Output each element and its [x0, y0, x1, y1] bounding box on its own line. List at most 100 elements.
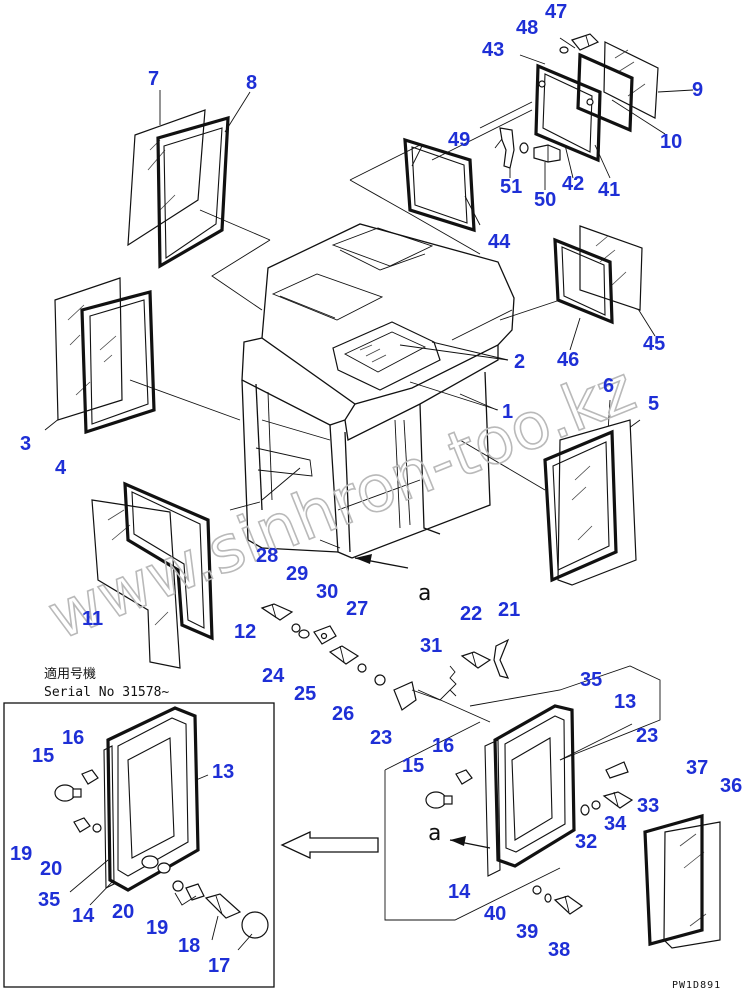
callout-26: 26	[332, 703, 354, 725]
washer-39	[544, 893, 552, 903]
view-arrow-main	[354, 554, 409, 569]
callout-23-main: 23	[370, 727, 392, 749]
callout-19-main: 19	[146, 917, 168, 939]
rear-window-glass-7	[127, 109, 206, 247]
callout-15-main: 15	[402, 755, 424, 777]
callout-25: 25	[294, 683, 316, 705]
callout-layer: 1 2 3 4 5 6 7 8 9 10 11 12 13 13 14 14 1…	[10, 1, 742, 977]
callout-1: 1	[502, 401, 513, 423]
callout-29: 29	[286, 563, 308, 585]
nut-16	[455, 769, 473, 785]
serial-number-label: Serial No 31578~	[44, 685, 169, 700]
callout-27: 27	[346, 598, 368, 620]
bolt-47	[570, 33, 600, 51]
callout-39: 39	[516, 921, 538, 943]
bolt-22	[460, 651, 492, 669]
callout-9: 9	[692, 79, 703, 101]
door-glass-36	[663, 821, 721, 949]
side-window-seal-4	[80, 289, 156, 435]
door-seal-37	[643, 813, 704, 947]
callout-42: 42	[562, 173, 584, 195]
side-window-glass-3	[54, 277, 123, 421]
callout-15-detail: 15	[32, 745, 54, 767]
callout-20-detail: 20	[40, 858, 62, 880]
callout-38: 38	[548, 939, 570, 961]
cab-body	[241, 223, 515, 559]
door-frame-13	[493, 704, 576, 868]
callout-20-main: 20	[112, 901, 134, 923]
clip-21	[493, 638, 510, 679]
callout-49: 49	[448, 129, 470, 151]
detail-inset	[3, 702, 275, 988]
bolt-33	[602, 791, 634, 809]
view-arrow-detail	[449, 836, 491, 849]
right-window-seal-6	[543, 429, 618, 583]
callout-47: 47	[545, 1, 567, 23]
callout-24: 24	[262, 665, 285, 687]
washer-40	[532, 885, 542, 895]
washer-51	[519, 142, 529, 154]
callout-36: 36	[720, 775, 742, 797]
callout-32: 32	[575, 831, 597, 853]
front-lower-seal-12	[123, 481, 214, 641]
callout-22: 22	[460, 603, 482, 625]
callout-12: 12	[234, 621, 256, 643]
callout-35-main: 35	[580, 669, 602, 691]
callout-5: 5	[648, 393, 659, 415]
washer-30	[298, 629, 310, 639]
washer-26	[374, 674, 386, 686]
callout-6: 6	[603, 375, 614, 397]
bracket-27	[313, 625, 337, 645]
bolt-50	[533, 144, 561, 163]
callout-35-detail: 35	[38, 889, 60, 911]
callout-7: 7	[148, 68, 159, 90]
callout-46: 46	[557, 349, 579, 371]
callout-13-detail: 13	[212, 761, 234, 783]
callout-28: 28	[256, 545, 278, 567]
washer-34	[591, 800, 601, 810]
rear-window-seal-8	[156, 115, 230, 269]
washer-29	[291, 623, 301, 633]
callout-14-main: 14	[448, 881, 471, 903]
callout-40: 40	[484, 903, 506, 925]
callout-30: 30	[316, 581, 338, 603]
striker-23	[605, 761, 629, 779]
callout-17: 17	[208, 955, 230, 977]
knob-15	[425, 791, 453, 809]
callout-13-main: 13	[614, 691, 636, 713]
door-seal-14	[484, 739, 501, 877]
front-lower-glass-11	[91, 499, 181, 669]
callout-19-detail: 19	[10, 843, 32, 865]
callout-2: 2	[514, 351, 525, 373]
callout-8: 8	[246, 72, 257, 94]
view-marker-main: a	[418, 581, 431, 606]
callout-51: 51	[500, 176, 522, 198]
callout-4: 4	[55, 457, 67, 479]
hatch-latch-49	[499, 127, 515, 169]
callout-18: 18	[178, 935, 200, 957]
roof-seal-44	[403, 137, 476, 233]
callout-34: 34	[604, 813, 627, 835]
roof-hatch-frame-41	[534, 63, 602, 163]
callout-41: 41	[598, 179, 620, 201]
callout-43: 43	[482, 39, 504, 61]
callout-11: 11	[82, 608, 103, 630]
callout-14-detail: 14	[72, 905, 95, 927]
washer-32	[580, 804, 590, 816]
washer-48	[559, 46, 569, 54]
applicability-label: 適用号機	[44, 666, 96, 682]
callout-50: 50	[534, 189, 556, 211]
watermark-text: www.sinhron-too.kz	[38, 352, 645, 655]
bolt-38	[553, 895, 584, 915]
bolt-28	[260, 603, 294, 621]
callout-21: 21	[498, 599, 520, 621]
washer-25	[357, 663, 367, 673]
callout-16-detail: 16	[62, 727, 84, 749]
roof-side-seal-46	[553, 237, 614, 325]
callout-23-door: 23	[636, 725, 658, 747]
callout-45: 45	[643, 333, 665, 355]
callout-44: 44	[488, 231, 511, 253]
callout-16-main: 16	[432, 735, 454, 757]
drawing-code: PW1D891	[672, 980, 721, 991]
